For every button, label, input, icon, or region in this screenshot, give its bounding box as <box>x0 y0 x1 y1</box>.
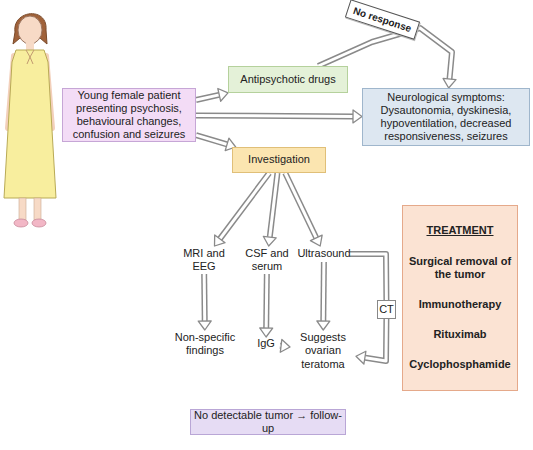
heading-text: TREATMENT <box>426 224 493 237</box>
arrow-head <box>443 78 456 88</box>
node-text: CT <box>379 303 394 316</box>
arrow-shaft <box>270 173 278 238</box>
face <box>18 16 42 44</box>
node-text: IgG <box>257 337 275 350</box>
arrow-shaft <box>263 274 270 329</box>
arrow-shaft <box>203 274 207 322</box>
step-text: Ultrasound <box>298 246 350 262</box>
arrow-head <box>310 235 322 246</box>
process-box: Young female patient presenting psychosi… <box>62 88 196 142</box>
arrow-shaft <box>196 114 354 118</box>
arrow-shaft <box>196 95 220 100</box>
step-box: CT <box>377 300 396 319</box>
connector <box>198 274 211 330</box>
connector <box>317 262 330 330</box>
arrow-head <box>353 110 362 123</box>
connector <box>356 319 386 364</box>
note-box: No detectable tumor → follow-up <box>190 409 346 435</box>
arrow-shaft <box>364 319 387 361</box>
arrow-head <box>263 236 276 246</box>
treatment-item: Immunotherapy <box>419 298 502 311</box>
arrow-head <box>218 89 228 102</box>
treatment-box: TREATMENT Surgical removal of the tumorIm… <box>402 205 518 391</box>
treatment-item: Cyclophosphamide <box>409 358 510 371</box>
node-text: No detectable tumor → follow-up <box>194 409 342 435</box>
arrow-head <box>280 339 290 352</box>
arrow-shaft <box>196 95 220 100</box>
step-text: CSF and serum <box>238 246 296 274</box>
arrow-shaft <box>364 319 387 361</box>
node-text: Suggests ovarian teratoma <box>293 331 353 371</box>
arrow-head <box>198 321 211 330</box>
arrow-shaft <box>322 262 326 322</box>
arrow-shaft <box>219 173 269 240</box>
result-text: Non-specific findings <box>168 330 242 358</box>
arrow-shaft <box>285 173 316 239</box>
connector <box>350 254 386 300</box>
leg <box>19 198 26 220</box>
node-text: Antipsychotic drugs <box>240 73 335 86</box>
connector <box>285 173 322 246</box>
arrow-shaft <box>320 262 327 322</box>
arrow-shaft <box>196 112 354 119</box>
node-text: Ultrasound <box>297 247 350 260</box>
connector <box>215 173 270 246</box>
arrow-shaft <box>265 274 269 329</box>
arrow-head <box>215 235 226 246</box>
node-text: Neurological symptoms: Dysautonomia, dys… <box>366 91 526 144</box>
node-text: Investigation <box>248 153 310 166</box>
arrow-head <box>317 321 330 330</box>
node-text: Non-specific findings <box>171 331 239 357</box>
connector <box>280 339 290 352</box>
dress <box>4 50 56 198</box>
node-text: CSF and serum <box>241 247 293 273</box>
treatment-item: Rituximab <box>433 328 486 341</box>
treatment-item: Surgical removal of the tumor <box>407 255 513 281</box>
connector <box>263 173 277 246</box>
bow <box>26 50 34 64</box>
arrow-shaft <box>219 173 269 240</box>
connector <box>196 135 236 151</box>
arrow-shaft <box>350 254 386 300</box>
step-text: MRI and EEG <box>176 246 232 274</box>
connector <box>196 110 362 123</box>
shoe <box>14 219 28 227</box>
arrow-head <box>260 328 273 337</box>
leg <box>34 198 41 220</box>
arrow-shaft <box>196 135 228 145</box>
process-box: Neurological symptoms: Dysautonomia, dys… <box>362 88 530 146</box>
connector <box>260 274 273 337</box>
edge-label: No response <box>345 0 420 40</box>
result-text: Suggests ovarian teratoma <box>290 330 356 372</box>
hair <box>13 14 47 44</box>
arrow-shaft <box>350 254 386 300</box>
result-text: IgG <box>252 337 280 351</box>
process-box: Investigation <box>232 147 326 173</box>
arrow-shaft <box>270 173 278 238</box>
neck <box>26 42 34 50</box>
arrow-shaft <box>196 135 228 145</box>
arrow-shaft <box>201 274 208 322</box>
node-text: Young female patient presenting psychosi… <box>66 89 192 142</box>
process-box: Antipsychotic drugs <box>228 66 348 93</box>
arrow-shaft <box>285 173 316 239</box>
shoe <box>32 219 46 227</box>
arrow-head <box>356 351 366 364</box>
woman-figure <box>4 14 56 227</box>
node-text: MRI and EEG <box>179 247 229 273</box>
connector <box>196 89 228 102</box>
